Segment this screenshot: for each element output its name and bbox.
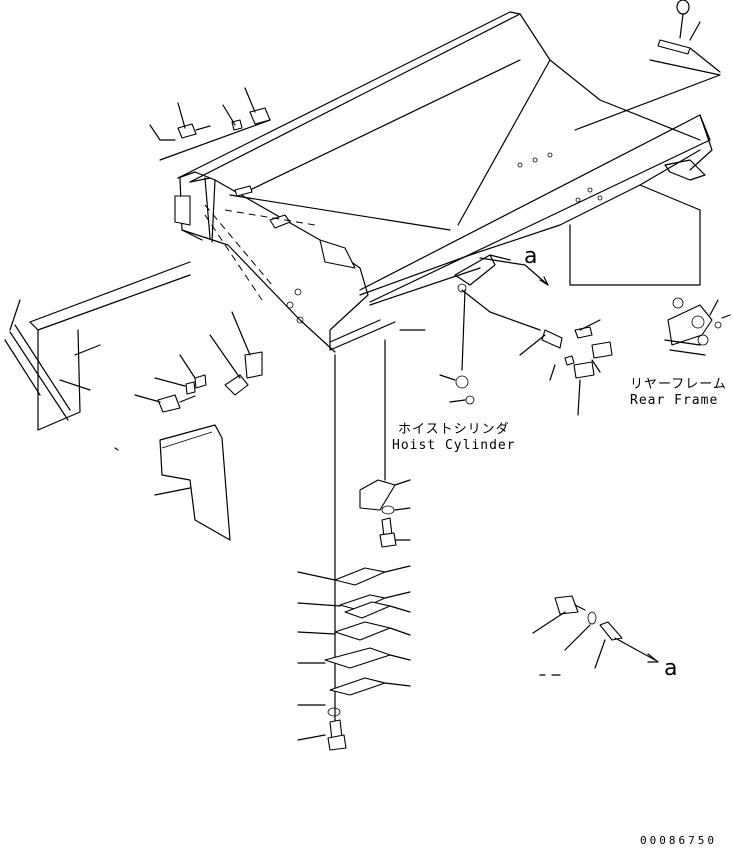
left-brackets <box>134 311 263 413</box>
reference-arrow-top <box>479 257 549 286</box>
reference-mark-top: a <box>524 244 538 269</box>
lower-right-pin <box>532 595 659 676</box>
top-fasteners <box>149 87 271 161</box>
dump-body <box>174 11 713 353</box>
top-right-pin <box>574 0 721 131</box>
hoist-cylinder-en-label: Hoist Cylinder <box>392 438 516 453</box>
rear-frame-en-label: Rear Frame <box>630 393 719 408</box>
hoist-cylinder-jp-label: ホイストシリンダ <box>398 422 510 437</box>
reference-mark-bottom: a <box>664 656 678 681</box>
lower-left-guard <box>154 424 231 541</box>
drawing-number: 00086750 <box>640 834 717 847</box>
hoist-cylinder-parts <box>439 289 613 416</box>
rear-frame-jp-label: リヤーフレーム <box>630 377 727 392</box>
center-plate-stack <box>297 329 426 751</box>
rear-frame-linkage <box>569 184 731 356</box>
left-mud-flap <box>4 261 191 451</box>
